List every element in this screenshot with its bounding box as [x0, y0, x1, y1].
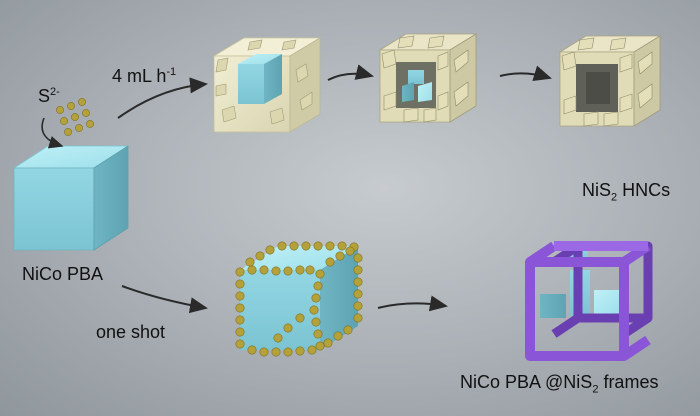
sulfide-dots: [56, 98, 94, 136]
arrow-step1-step2: [327, 64, 374, 81]
arrow-step2-step3: [499, 65, 552, 81]
etched-shell-cube: [378, 33, 478, 123]
rate-label: 4 mL h-1: [112, 66, 177, 86]
frame-cube: [525, 241, 653, 361]
nis2-hnc-cube: [558, 35, 662, 127]
arrow-to-step1: [117, 77, 208, 119]
precursor-label: NiCo PBA: [22, 264, 104, 284]
sulfide-arrow: [41, 117, 64, 149]
product-top-label: NiS2 HNCs: [582, 180, 671, 204]
product-bottom-label: NiCo PBA @NiS2 frames: [460, 372, 659, 396]
arrow-bottom: [377, 295, 448, 312]
sulfide-label: S2-: [38, 86, 60, 106]
nico-pba-cube: [12, 145, 130, 251]
dot-decorated-cube: [235, 241, 363, 357]
core-shell-cube: [212, 37, 322, 133]
arrow-one-shot: [121, 285, 208, 314]
one-shot-label: one shot: [96, 322, 166, 342]
